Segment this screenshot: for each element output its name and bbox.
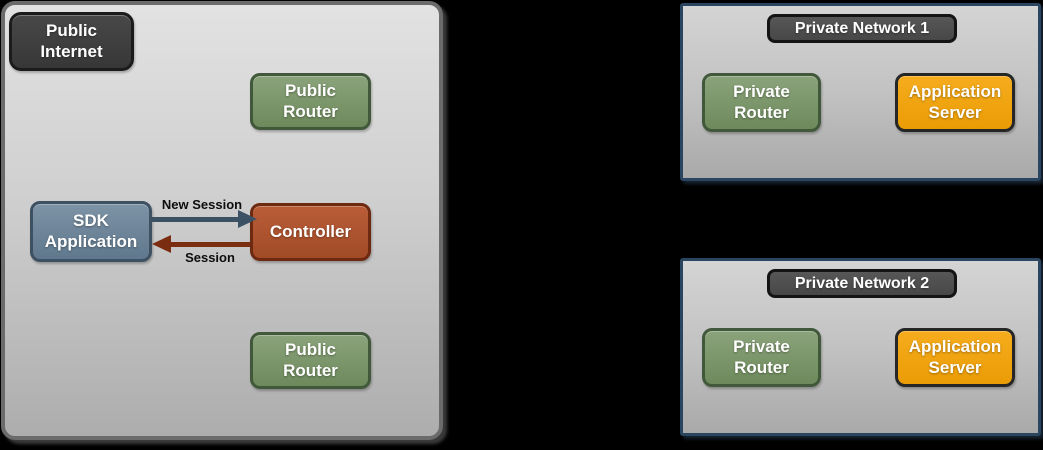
sdk-application-node: SDK Application: [30, 201, 152, 262]
private-network-1-title: Private Network 1: [767, 14, 957, 43]
public-router-bottom-node: Public Router: [250, 332, 371, 389]
new-session-arrow-shaft: [152, 217, 238, 222]
session-arrowhead-icon: [152, 235, 171, 253]
private-network-1-panel: Private Network 1 Private Router Applica…: [680, 3, 1041, 181]
private-network-1-private-router-node: Private Router: [702, 73, 821, 132]
controller-node: Controller: [250, 203, 371, 261]
public-router-top-node: Public Router: [250, 73, 371, 130]
session-arrow-label: Session: [185, 250, 235, 265]
private-network-2-application-server-node: Application Server: [895, 328, 1015, 387]
private-network-1-application-server-node: Application Server: [895, 73, 1015, 132]
private-network-2-private-router-node: Private Router: [702, 328, 821, 387]
private-network-2-title: Private Network 2: [767, 269, 957, 298]
private-network-2-panel: Private Network 2 Private Router Applica…: [680, 258, 1041, 436]
public-internet-zone: Public Internet Public Router SDK Applic…: [1, 1, 443, 440]
public-internet-label: Public Internet: [9, 12, 134, 71]
new-session-arrowhead-icon: [238, 210, 257, 228]
session-arrow-shaft: [171, 242, 250, 247]
new-session-arrow-label: New Session: [161, 197, 243, 212]
